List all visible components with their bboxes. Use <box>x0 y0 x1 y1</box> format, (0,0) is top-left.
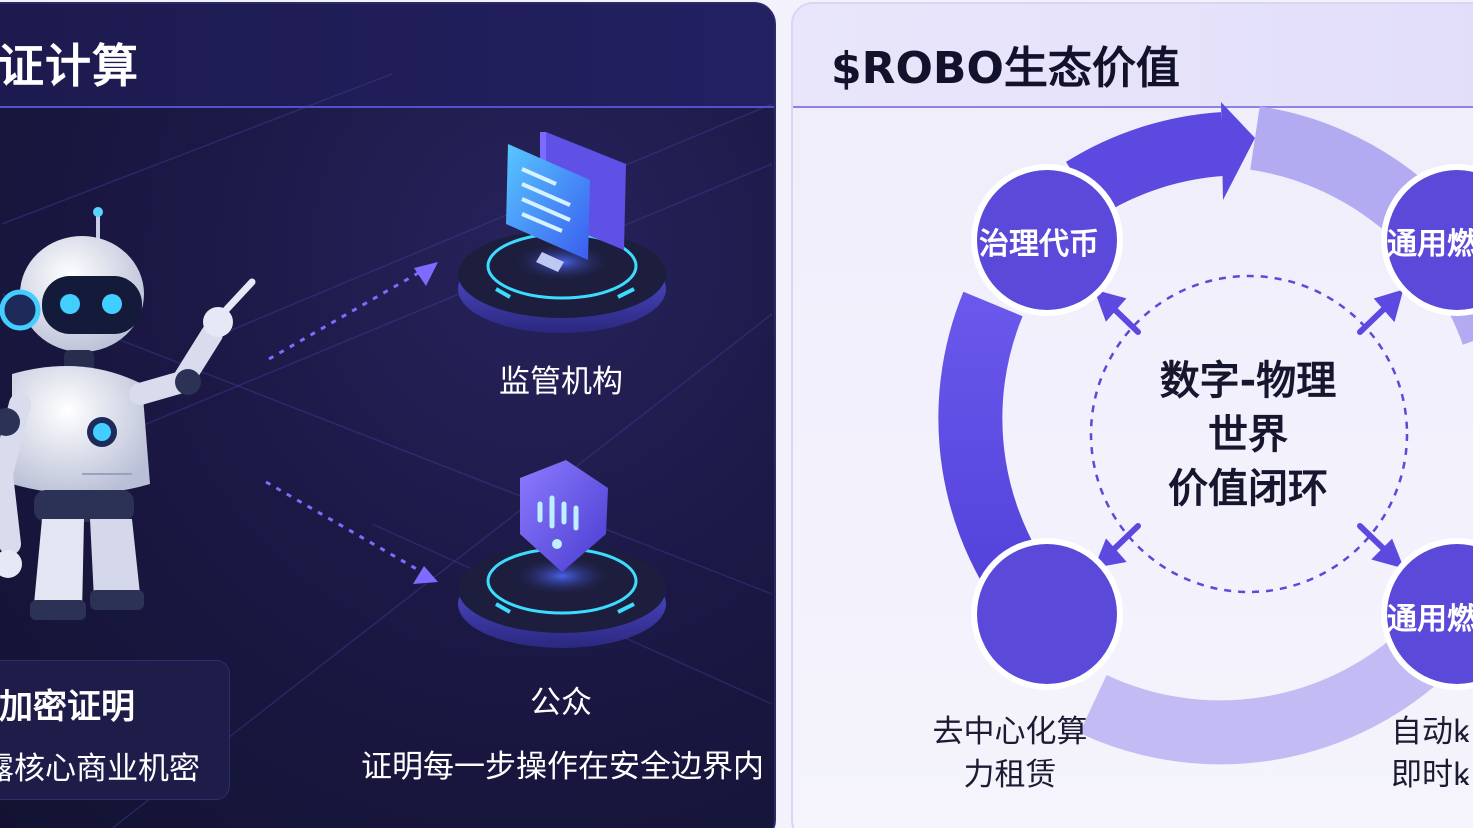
inner-dashed-circle <box>1089 274 1409 594</box>
compute-line-2: 力租赁 <box>963 757 1057 793</box>
left-panel-title: 证计算 <box>0 39 139 93</box>
dotted-arrow-to-regulator <box>268 262 438 361</box>
crypto-proof-card: 加密证明 露核心商业机密 <box>0 660 230 800</box>
left-illustration <box>0 73 773 828</box>
node-compute <box>971 538 1123 690</box>
privacy-compute-panel: 证计算 <box>0 2 776 828</box>
shield-platform-icon <box>458 460 666 648</box>
value-loop-diagram <box>938 102 1473 765</box>
node-gas-top <box>1381 164 1473 316</box>
governance-token-label: 治理代币 <box>979 227 1099 262</box>
crypto-proof-description: 露核心商业机密 <box>0 751 200 787</box>
node-governance <box>971 164 1123 316</box>
right-panel-header: $ROBO生态价值 <box>793 4 1473 108</box>
center-line-2: 世界 <box>1208 412 1288 458</box>
left-panel-header: 证计算 <box>0 4 774 108</box>
gas-bottom-label: 通用燃 <box>1387 602 1473 637</box>
auto-line-1: 自动ꝃ <box>1391 714 1470 750</box>
dotted-arrow-to-public <box>265 480 438 584</box>
right-panel-title: $ROBO生态价值 <box>831 43 1180 94</box>
monitor-platform-icon <box>458 132 666 333</box>
regulator-label: 监管机构 <box>499 364 623 400</box>
compute-rental-label: 去中心化算 力租赁 <box>920 711 1100 797</box>
public-label: 公众 <box>530 685 592 721</box>
auto-line-2: 即时ꝃ <box>1391 757 1470 793</box>
center-line-3: 价值闭环 <box>1168 466 1328 512</box>
center-loop-text: 数字-物理 世界 价值闭环 <box>1093 354 1403 516</box>
robot-icon <box>0 207 256 620</box>
crypto-proof-title: 加密证明 <box>0 687 135 727</box>
robo-ecosystem-panel: $ROBO生态价值 <box>791 2 1473 828</box>
center-line-1: 数字-物理 <box>1159 358 1337 404</box>
gas-top-label: 通用燃 <box>1387 227 1473 262</box>
public-description: 证明每一步操作在安全边界内 <box>361 749 764 785</box>
auto-payment-label: 自动ꝃ 即时ꝃ <box>1391 711 1470 797</box>
compute-line-1: 去中心化算 <box>932 714 1088 750</box>
inner-arrows <box>1094 289 1405 569</box>
node-gas-bottom <box>1381 538 1473 690</box>
